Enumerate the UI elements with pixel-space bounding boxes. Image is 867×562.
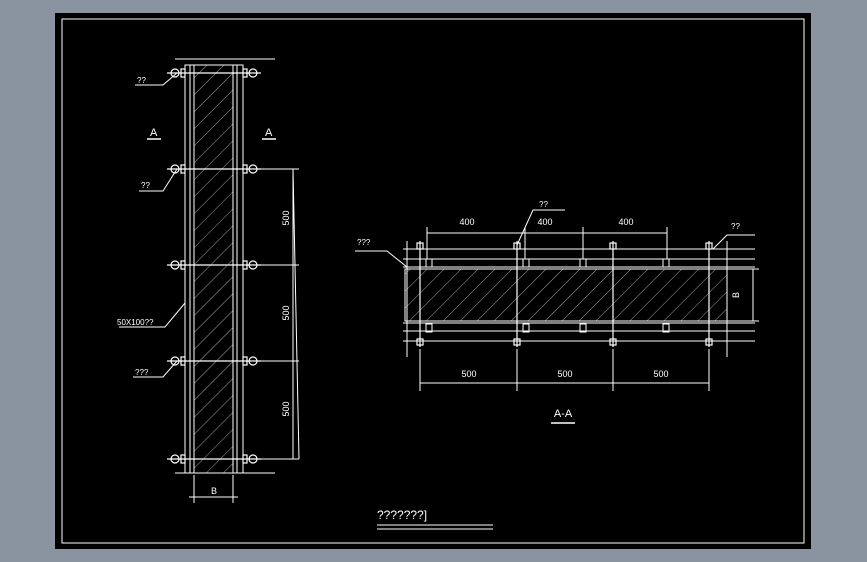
cad-drawing: ?? ?? 50X100?? ??? A A 500 500 500 B bbox=[61, 18, 805, 544]
elevation-leaders bbox=[119, 72, 186, 378]
elevation-timber-callout: 50X100?? bbox=[117, 318, 154, 327]
section-bottom-dim-1: 500 bbox=[461, 369, 476, 379]
section-tie-2 bbox=[513, 241, 521, 347]
tie-rod-1 bbox=[167, 68, 261, 78]
section-leaders bbox=[355, 209, 755, 268]
section-title: A-A bbox=[554, 408, 573, 420]
section-tie-3 bbox=[609, 241, 617, 347]
section-top-callout: ?? bbox=[539, 200, 548, 209]
wall-elevation bbox=[175, 58, 275, 474]
tie-rod-3 bbox=[167, 260, 261, 270]
elevation-mid-callout: ?? bbox=[141, 181, 150, 190]
section-tie-1 bbox=[416, 241, 424, 347]
drawing-title: ???????] bbox=[377, 508, 427, 522]
elevation-top-callout: ?? bbox=[137, 76, 146, 85]
elevation-dimension-lines bbox=[260, 168, 300, 460]
elevation-dim-3: 500 bbox=[281, 401, 291, 416]
section-bottom-dimensions bbox=[419, 349, 710, 391]
section-tie-rods bbox=[416, 241, 713, 347]
elevation-bottom-callout: ??? bbox=[135, 368, 149, 377]
section-top-dimensions bbox=[426, 227, 668, 259]
section-right-callout: ?? bbox=[731, 222, 740, 231]
section-mark-left: A bbox=[150, 127, 158, 139]
elevation-width-dimension bbox=[189, 475, 238, 503]
section-tie-4 bbox=[705, 241, 713, 347]
section-bottom-dim-2: 500 bbox=[557, 369, 572, 379]
section-top-dim-3: 400 bbox=[618, 217, 633, 227]
section-left-callout: ??? bbox=[357, 238, 371, 247]
elevation-tie-rods bbox=[167, 68, 261, 464]
tie-rod-4 bbox=[167, 356, 261, 366]
section-concrete bbox=[404, 268, 728, 322]
section-studs bbox=[425, 258, 670, 333]
elevation-concrete-core bbox=[193, 64, 234, 474]
section-bottom-dim-3: 500 bbox=[653, 369, 668, 379]
inner-border bbox=[61, 18, 805, 544]
drawing-frame: ?? ?? 50X100?? ??? A A 500 500 500 B bbox=[55, 13, 811, 549]
section-top-dim-1: 400 bbox=[459, 217, 474, 227]
wall-section bbox=[403, 241, 755, 357]
elevation-width-label: B bbox=[211, 486, 217, 496]
elevation-dim-2: 500 bbox=[281, 305, 291, 320]
tie-rod-5 bbox=[167, 454, 261, 464]
section-depth-dimension bbox=[727, 268, 759, 322]
section-top-dim-2: 400 bbox=[537, 217, 552, 227]
elevation-dim-1: 500 bbox=[281, 210, 291, 225]
section-mark-right: A bbox=[265, 127, 273, 139]
section-depth-label: B bbox=[731, 292, 741, 298]
